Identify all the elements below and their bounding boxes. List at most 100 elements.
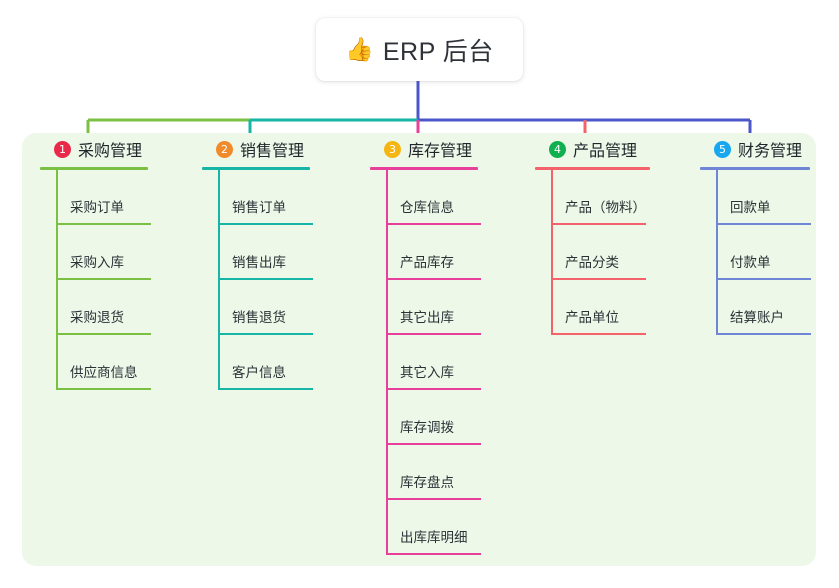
- leaf-rule: [56, 333, 151, 335]
- leaf-node[interactable]: 产品分类: [535, 225, 650, 280]
- leaf-node[interactable]: 出库库明细: [370, 500, 481, 555]
- leaf-node[interactable]: 销售出库: [202, 225, 313, 280]
- column-spine-3: [386, 170, 388, 555]
- leaf-node[interactable]: 销售订单: [202, 170, 313, 225]
- column-2: 2 销售管理销售订单销售出库销售退货客户信息: [202, 133, 313, 390]
- column-header-4[interactable]: 4 产品管理: [535, 133, 650, 165]
- column-title-2: 销售管理: [240, 143, 305, 160]
- leaf-node[interactable]: 采购退货: [40, 280, 151, 335]
- column-badge-1: 1: [54, 140, 71, 158]
- leaf-node[interactable]: 库存盘点: [370, 445, 481, 500]
- column-items-4: 产品（物料） 产品分类产品单位: [535, 170, 650, 335]
- leaf-rule: [56, 278, 151, 280]
- column-title-3: 库存管理: [408, 143, 473, 160]
- leaf-label: 结算账户: [730, 310, 784, 325]
- root-node-card[interactable]: 👍 ERP 后台: [316, 18, 523, 81]
- leaf-node[interactable]: 供应商信息: [40, 335, 151, 390]
- leaf-rule: [386, 223, 481, 225]
- column-badge-5: 5: [714, 140, 731, 158]
- leaf-node[interactable]: 回款单: [700, 170, 811, 225]
- root-node-title: ERP 后台: [382, 37, 494, 66]
- leaf-node[interactable]: 其它入库: [370, 335, 481, 390]
- leaf-rule: [56, 388, 151, 390]
- column-title-1: 采购管理: [78, 143, 143, 160]
- column-3: 3 库存管理仓库信息产品库存其它出库其它入库库存调拨库存盘点出库库明细: [370, 133, 481, 555]
- column-rule-2: [202, 167, 310, 170]
- column-badge-3: 3: [384, 140, 401, 158]
- leaf-node[interactable]: 结算账户: [700, 280, 811, 335]
- column-items-3: 仓库信息产品库存其它出库其它入库库存调拨库存盘点出库库明细: [370, 170, 481, 555]
- column-rule-3: [370, 167, 478, 170]
- leaf-label: 采购入库: [70, 255, 124, 270]
- leaf-node[interactable]: 其它出库: [370, 280, 481, 335]
- leaf-label: 产品分类: [565, 255, 619, 270]
- leaf-label: 销售出库: [232, 255, 286, 270]
- leaf-rule: [386, 388, 481, 390]
- leaf-label: 产品单位: [565, 310, 619, 325]
- leaf-node[interactable]: 产品（物料）: [535, 170, 650, 225]
- leaf-node[interactable]: 库存调拨: [370, 390, 481, 445]
- column-badge-2: 2: [216, 140, 233, 158]
- column-badge-4: 4: [549, 140, 566, 158]
- leaf-node[interactable]: 产品库存: [370, 225, 481, 280]
- leaf-label: 仓库信息: [400, 200, 454, 215]
- leaf-rule: [551, 223, 646, 225]
- column-title-4: 产品管理: [573, 143, 638, 160]
- column-header-3[interactable]: 3 库存管理: [370, 133, 478, 165]
- leaf-rule: [218, 278, 313, 280]
- leaf-label: 出库库明细: [400, 530, 468, 545]
- leaf-label: 产品（物料）: [565, 200, 646, 215]
- column-spine-1: [56, 170, 58, 390]
- column-spine-4: [551, 170, 553, 335]
- leaf-label: 销售退货: [232, 310, 286, 325]
- leaf-node[interactable]: 付款单: [700, 225, 811, 280]
- leaf-node[interactable]: 采购订单: [40, 170, 151, 225]
- leaf-rule: [56, 223, 151, 225]
- column-1: 1 采购管理采购订单采购入库采购退货供应商信息: [40, 133, 151, 390]
- column-spine-5: [716, 170, 718, 335]
- leaf-label: 采购订单: [70, 200, 124, 215]
- leaf-label: 付款单: [730, 255, 771, 270]
- leaf-node[interactable]: 销售退货: [202, 280, 313, 335]
- leaf-node[interactable]: 仓库信息: [370, 170, 481, 225]
- leaf-label: 其它出库: [400, 310, 454, 325]
- leaf-label: 销售订单: [232, 200, 286, 215]
- column-rule-4: [535, 167, 650, 170]
- leaf-rule: [386, 553, 481, 555]
- column-rule-5: [700, 167, 810, 170]
- column-header-2[interactable]: 2 销售管理: [202, 133, 310, 165]
- leaf-rule: [386, 278, 481, 280]
- leaf-rule: [386, 443, 481, 445]
- leaf-rule: [716, 278, 811, 280]
- leaf-node[interactable]: 采购入库: [40, 225, 151, 280]
- leaf-rule: [551, 278, 646, 280]
- leaf-label: 其它入库: [400, 365, 454, 380]
- column-rule-1: [40, 167, 148, 170]
- column-header-1[interactable]: 1 采购管理: [40, 133, 148, 165]
- leaf-rule: [386, 333, 481, 335]
- leaf-label: 库存调拨: [400, 420, 454, 435]
- leaf-rule: [716, 223, 811, 225]
- column-items-5: 回款单付款单结算账户: [700, 170, 811, 335]
- leaf-label: 采购退货: [70, 310, 124, 325]
- leaf-rule: [716, 333, 811, 335]
- leaf-rule: [551, 333, 646, 335]
- column-items-1: 采购订单采购入库采购退货供应商信息: [40, 170, 151, 390]
- leaf-label: 产品库存: [400, 255, 454, 270]
- column-items-2: 销售订单销售出库销售退货客户信息: [202, 170, 313, 390]
- leaf-label: 客户信息: [232, 365, 286, 380]
- leaf-label: 供应商信息: [70, 365, 138, 380]
- leaf-label: 库存盘点: [400, 475, 454, 490]
- column-spine-2: [218, 170, 220, 390]
- leaf-rule: [386, 498, 481, 500]
- leaf-node[interactable]: 客户信息: [202, 335, 313, 390]
- leaf-label: 回款单: [730, 200, 771, 215]
- column-4: 4 产品管理产品（物料） 产品分类产品单位: [535, 133, 650, 335]
- leaf-rule: [218, 388, 313, 390]
- thumbs-up-icon: 👍: [345, 36, 374, 62]
- leaf-rule: [218, 223, 313, 225]
- diagram-panel: [22, 133, 816, 566]
- leaf-node[interactable]: 产品单位: [535, 280, 650, 335]
